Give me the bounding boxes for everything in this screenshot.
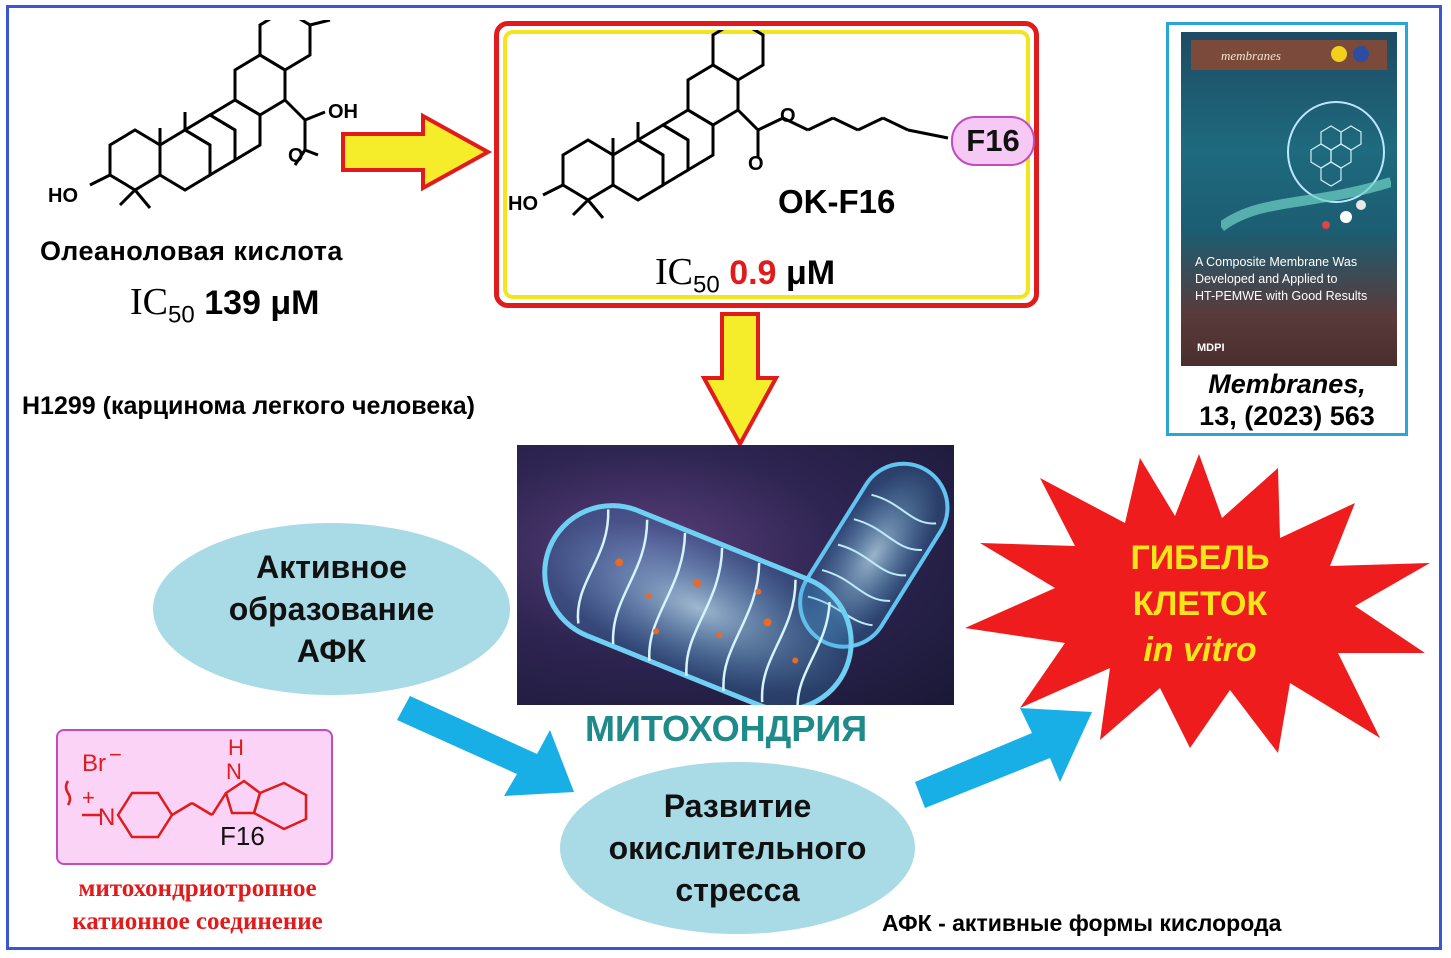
product-name: OK-F16 — [778, 183, 896, 220]
blue-arrow-left — [397, 696, 574, 796]
ok-f16-structure: HO O O — [508, 30, 949, 219]
down-arrow — [700, 312, 780, 449]
svg-text:+: + — [82, 785, 95, 810]
indole-h-label: H — [228, 735, 244, 760]
f16-caption: митохондриотропное катионное соединение — [72, 875, 323, 935]
carbonyl-o-label: O — [288, 145, 304, 167]
f16-tag: F16 — [951, 116, 1035, 166]
ho-label: HO — [48, 185, 78, 207]
journal-citation: Membranes, 13, (2023) 563 — [1199, 369, 1375, 431]
oxidative-stress-node: Развитие окислительного стресса — [560, 762, 915, 934]
mitochondria-label: МИТОХОНДРИЯ — [585, 708, 868, 749]
footnote: АФК - активные формы кислорода — [882, 910, 1282, 936]
journal-cover-image: membranes A Composite Membrane Was Devel… — [1181, 32, 1397, 366]
cell-death-starburst — [965, 454, 1430, 753]
blue-arrow-right — [915, 708, 1092, 808]
journal-cover-panel: membranes A Composite Membrane Was Devel… — [1166, 22, 1408, 436]
cell-death-label: ГИБЕЛЬ КЛЕТОК in vitro — [1130, 539, 1270, 669]
cover-title: membranes — [1221, 48, 1281, 63]
cell-line-label: H1299 (карцинома легкого человека) — [22, 392, 475, 420]
oh-label: OH — [328, 101, 358, 123]
svg-text:−: − — [109, 742, 122, 767]
pyridinium-n-label: N — [98, 804, 115, 831]
outer-frame — [6, 5, 1442, 950]
f16-structure-box — [56, 729, 333, 865]
ho-label-product: HO — [508, 193, 538, 215]
ros-formation-node: Активное образование АФК — [153, 523, 510, 695]
f16-structure-label: F16 — [220, 821, 265, 851]
source-compound-name: Олеаноловая кислота — [40, 236, 343, 266]
carbonyl-o-label-product: O — [748, 153, 764, 175]
indole-n-label: N — [226, 759, 242, 784]
f16-structure: Br − + N H N F16 — [64, 735, 308, 851]
oleanolic-acid-structure: HO OH O — [48, 20, 358, 209]
cover-headline: A Composite Membrane Was Developed and A… — [1195, 255, 1368, 303]
cover-publisher: MDPI — [1197, 342, 1225, 354]
synthesis-arrow — [341, 112, 493, 192]
source-ic50: IC50 139 μM — [130, 281, 320, 329]
mitochondria-image — [517, 445, 954, 705]
product-ic50: IC50 0.9 μM — [655, 251, 836, 299]
product-box — [494, 21, 1039, 308]
br-label: Br — [82, 750, 106, 777]
ester-o-label: O — [780, 105, 796, 127]
